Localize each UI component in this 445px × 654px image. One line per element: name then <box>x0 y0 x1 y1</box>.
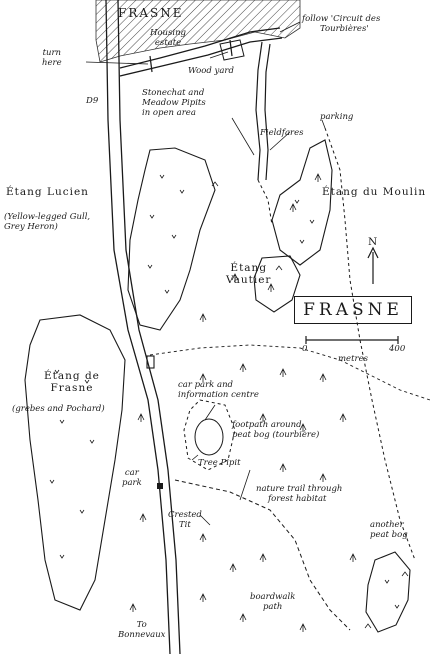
road-to-town <box>119 27 281 69</box>
label-road-d9: D9 <box>86 96 99 106</box>
another-peat-bog <box>365 551 411 633</box>
forest-edge <box>149 344 431 401</box>
birding-marks <box>211 181 409 629</box>
map-title: FRASNE <box>294 296 412 324</box>
label-tree-pipit: Tree Pipit <box>198 458 241 468</box>
label-lucien-birds: (Yellow-legged Gull,Grey Heron) <box>4 212 91 232</box>
town-area <box>95 0 301 63</box>
water-marks <box>49 174 400 609</box>
tree-marks <box>129 173 357 632</box>
main-road-d9 <box>105 0 171 654</box>
label-etang-du-moulin: Étang du Moulin <box>322 186 427 198</box>
north-label: N <box>368 236 379 248</box>
label-frasne-birds: (grebes and Pochard) <box>12 404 105 414</box>
label-fieldfares: Fieldfares <box>260 128 304 138</box>
etang-du-moulin <box>271 139 333 266</box>
car-park-north <box>146 355 155 369</box>
side-road <box>255 41 263 181</box>
label-wood-yard: Wood yard <box>188 66 234 76</box>
town-label: FRASNE <box>118 6 184 20</box>
scale-zero: 0 <box>302 344 308 354</box>
nature-trail <box>174 479 351 631</box>
label-etang-lucien: Étang Lucien <box>6 186 89 198</box>
scale-unit: metres <box>338 354 368 364</box>
etang-vautier <box>253 255 301 313</box>
wood-yard <box>219 39 245 61</box>
etang-lucien <box>127 147 216 331</box>
car-park-south <box>157 483 163 489</box>
east-path <box>324 127 416 561</box>
scale-max: 400 <box>389 344 406 354</box>
label-parking: parking <box>320 112 354 122</box>
etang-de-frasne <box>24 314 126 611</box>
